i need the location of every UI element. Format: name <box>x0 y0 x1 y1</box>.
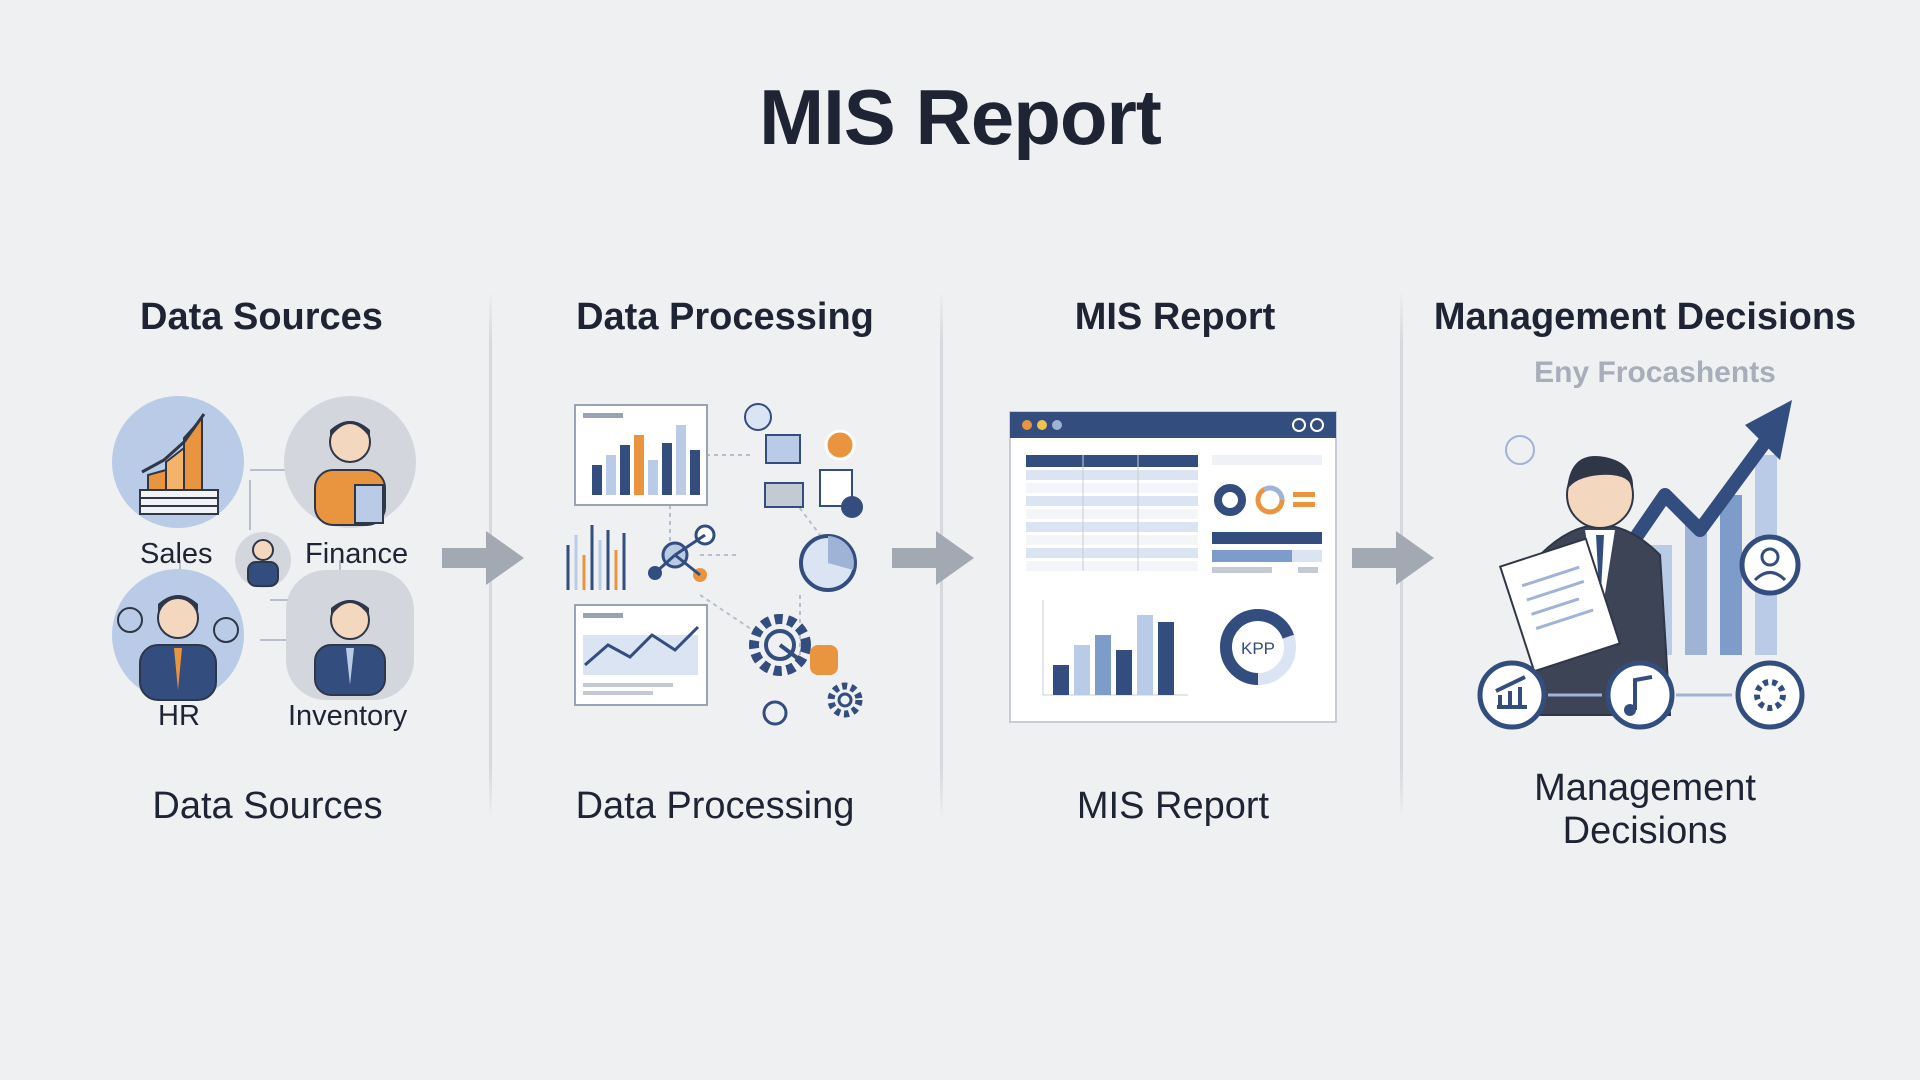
settings-icon <box>1292 418 1306 432</box>
mis-report-dashboard: KPP <box>1009 411 1337 723</box>
manager-figure <box>1498 455 1672 716</box>
check-icon <box>841 496 863 518</box>
line-chart-card <box>574 604 708 706</box>
column-subtitle-management: Eny Frocashents <box>1534 356 1776 389</box>
inventory-node <box>286 570 414 700</box>
line-bars-icon <box>566 525 626 590</box>
caption-data-sources: Data Sources <box>152 785 383 827</box>
node-label-hr: HR <box>158 700 200 732</box>
flow-arrow-1 <box>442 531 524 585</box>
data-sources-illustration: Sales Finance HR Inventory <box>112 396 416 732</box>
arrowhead-icon <box>1745 400 1792 460</box>
trend-arrow <box>1604 430 1776 579</box>
user-circle-icon <box>1739 534 1801 596</box>
monitor-icon <box>765 434 801 464</box>
small-gear-icon <box>827 682 863 718</box>
bank-chart-circle-icon <box>1477 660 1547 730</box>
column-title-management-decisions: Management Decisions <box>1433 296 1857 338</box>
hr-node <box>112 569 244 701</box>
finance-node <box>284 396 416 528</box>
dashboard-bar-chart <box>1042 600 1188 696</box>
magnifier-icon <box>762 700 788 726</box>
node-label-inventory: Inventory <box>288 700 408 732</box>
caption-management-line2: Decisions <box>1562 810 1728 852</box>
cloud-icon <box>744 403 772 431</box>
donut-charts <box>1212 455 1322 516</box>
network-icon <box>648 524 716 582</box>
bar-chart-card <box>574 404 708 506</box>
progress-bars <box>1212 532 1322 573</box>
report-table <box>1026 455 1198 571</box>
gear-icon <box>749 614 811 676</box>
coin-icon <box>824 429 856 461</box>
kpi-label: KPP <box>1241 639 1275 658</box>
sales-node <box>112 396 244 528</box>
window-dot-yellow <box>1037 420 1047 430</box>
network-bubbles-icon <box>1505 435 1535 465</box>
caption-data-processing: Data Processing <box>575 785 855 827</box>
caption-management-line1: Management <box>1534 767 1756 809</box>
people-icon <box>810 645 838 675</box>
settings-circle-icon <box>1735 660 1805 730</box>
caption-mis-report: MIS Report <box>1076 785 1270 827</box>
refresh-icon <box>1310 418 1324 432</box>
column-title-data-sources: Data Sources <box>140 296 383 338</box>
data-processing-illustration <box>566 403 863 726</box>
flow-arrow-3 <box>1352 531 1434 585</box>
music-circle-icon <box>1605 660 1675 730</box>
caption-management-decisions: Management Decisions <box>1490 767 1800 853</box>
flow-arrow-2 <box>892 531 974 585</box>
page-title: MIS Report <box>759 73 1162 161</box>
column-title-data-processing: Data Processing <box>576 296 874 338</box>
management-decisions-illustration <box>1477 400 1805 730</box>
node-label-sales: Sales <box>140 538 213 570</box>
column-title-mis-report: MIS Report <box>1074 296 1276 338</box>
center-person-icon <box>235 532 291 588</box>
dashboard-titlebar <box>1010 412 1336 438</box>
window-dot-blue <box>1052 420 1062 430</box>
node-label-finance: Finance <box>305 538 408 570</box>
mail-icon <box>764 482 804 508</box>
kpi-gauge: KPP <box>1220 609 1296 685</box>
pie-clock-icon <box>799 534 857 592</box>
window-dot-red <box>1022 420 1032 430</box>
